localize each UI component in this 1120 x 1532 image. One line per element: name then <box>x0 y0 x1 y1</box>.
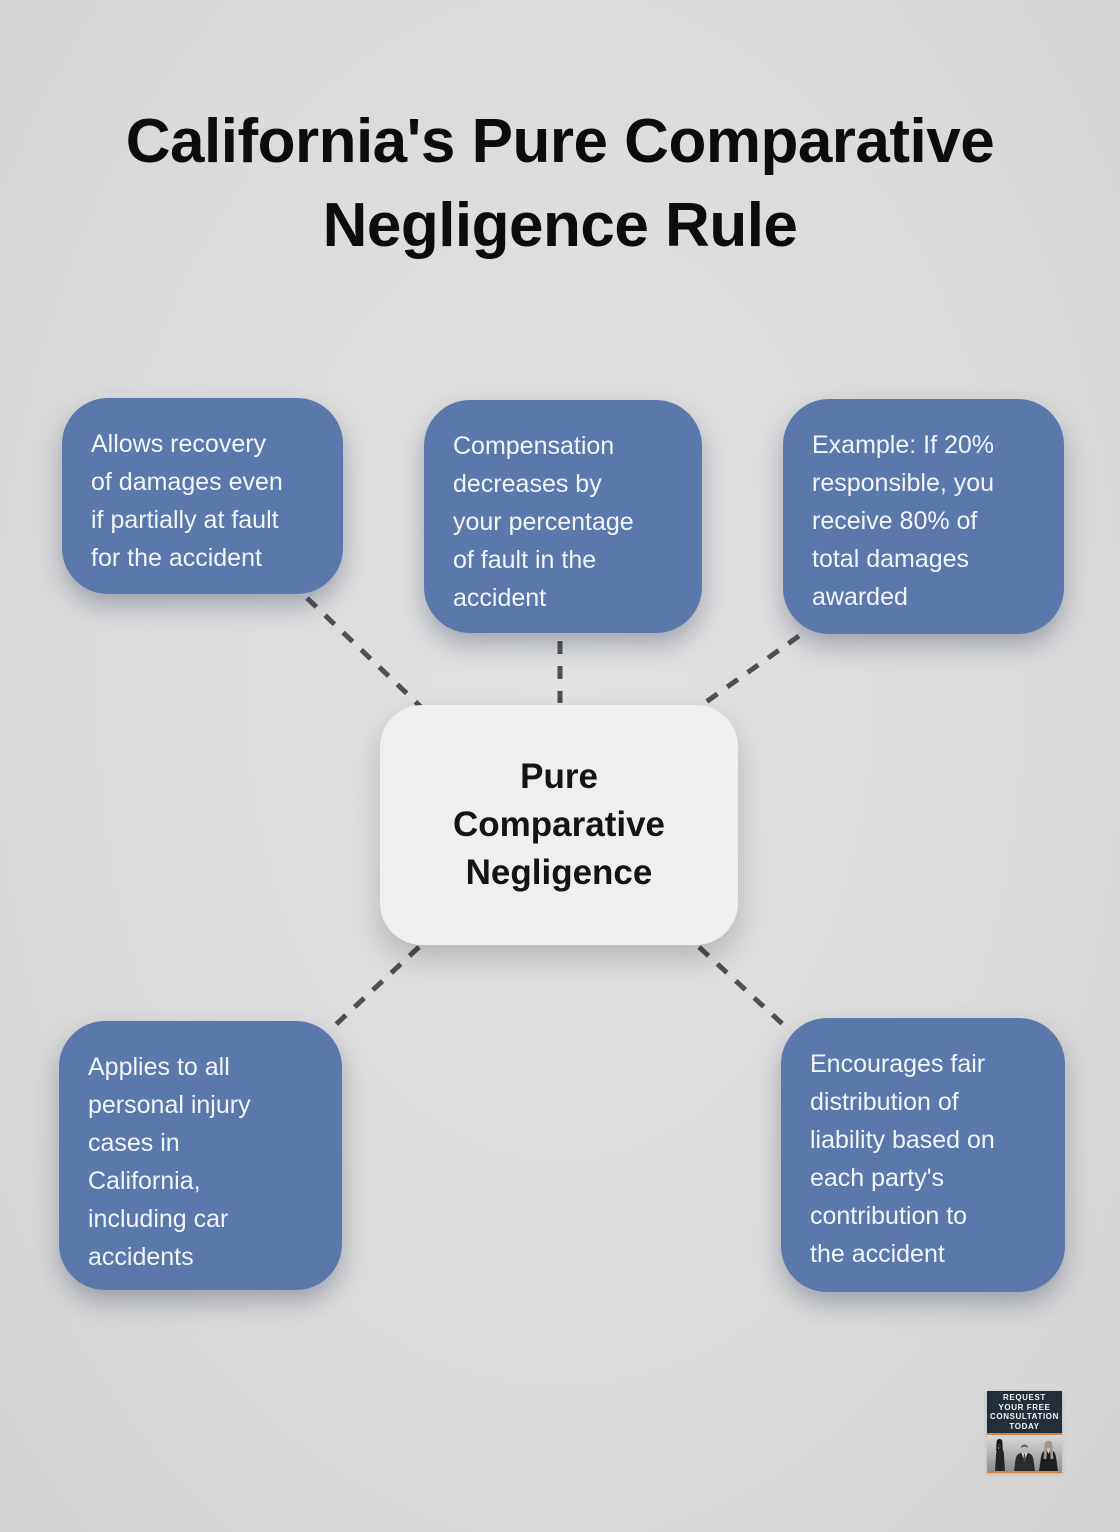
page-title: California's Pure Comparative Negligence… <box>125 107 995 260</box>
fact-card-top-middle: Compensation decreases by your percentag… <box>424 400 702 633</box>
central-concept-node: Pure Comparative Negligence <box>380 705 738 945</box>
badge-accent-line-bottom <box>987 1471 1062 1473</box>
consultation-cta-text: REQUEST YOUR FREE CONSULTATION TODAY <box>990 1393 1059 1431</box>
fact-card-top-right: Example: If 20% responsible, you receive… <box>783 399 1064 634</box>
fact-card-text: Applies to all personal injury cases in … <box>88 1053 251 1271</box>
consultation-badge-header: REQUEST YOUR FREE CONSULTATION TODAY <box>987 1391 1062 1433</box>
fact-card-text: Allows recovery of damages even if parti… <box>91 430 283 572</box>
connector-line-top-right <box>697 633 801 710</box>
consultation-badge[interactable]: REQUEST YOUR FREE CONSULTATION TODAY <box>987 1391 1062 1473</box>
connector-line-bottom-left <box>329 945 421 1031</box>
central-concept-label: Pure Comparative Negligence <box>452 757 666 892</box>
fact-card-top-left: Allows recovery of damages even if parti… <box>62 398 343 594</box>
fact-card-text: Compensation decreases by your percentag… <box>453 432 634 612</box>
fact-card-bottom-right: Encourages fair distribution of liabilit… <box>781 1018 1065 1292</box>
fact-card-bottom-left: Applies to all personal injury cases in … <box>59 1021 342 1290</box>
connector-line-top-left <box>305 596 423 709</box>
connector-line-bottom-right <box>697 945 790 1031</box>
fact-card-text: Example: If 20% responsible, you receive… <box>812 431 995 611</box>
fact-card-text: Encourages fair distribution of liabilit… <box>810 1050 995 1268</box>
attorneys-photo <box>987 1435 1062 1471</box>
badge-accent-line-top <box>987 1433 1062 1435</box>
